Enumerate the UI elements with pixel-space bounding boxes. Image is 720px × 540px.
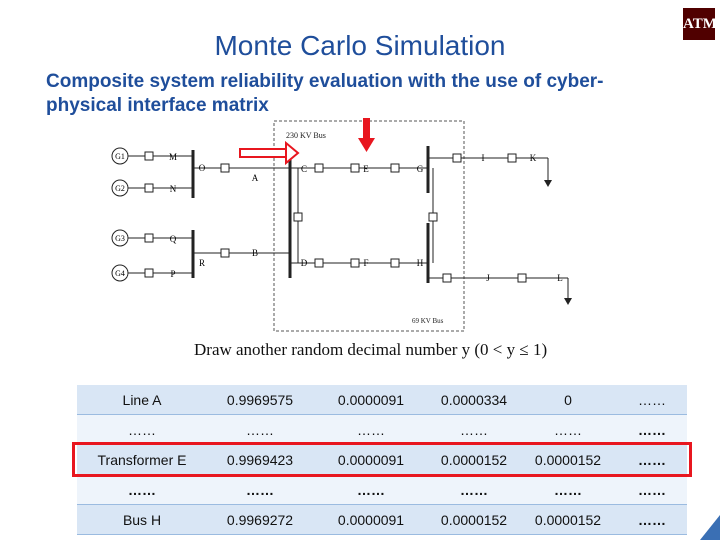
node-n-label: N (170, 184, 177, 194)
table-cell: 0.9969575 (207, 385, 313, 415)
node-o-label: O (199, 163, 206, 173)
node-c-label: C (301, 164, 307, 174)
node-f-label: F (363, 258, 368, 268)
table-cell: 0.0000152 (519, 444, 617, 475)
table-cell: 0.0000152 (519, 504, 617, 535)
table-row-highlighted: Transformer E 0.9969423 0.0000091 0.0000… (77, 444, 687, 475)
bottom-bus-label: 69 KV Bus (412, 317, 444, 325)
table-cell: 0.9969272 (207, 504, 313, 535)
node-k-label: K (530, 153, 537, 163)
node-l-label: L (557, 273, 563, 283)
node-m-label: M (169, 152, 177, 162)
table-cell: …… (519, 414, 617, 445)
generator-row-g1: G1 M (111, 147, 193, 165)
page-corner-decoration (700, 515, 720, 540)
generator-row-g4: G4 P (111, 264, 193, 282)
table-row: Bus H 0.9969272 0.0000091 0.0000152 0.00… (77, 504, 687, 535)
node-h-label: H (417, 258, 424, 268)
node-a-label: A (252, 173, 259, 183)
node-p-label: P (170, 269, 175, 279)
node-i-label: I (482, 153, 485, 163)
generator-row-g3: G3 Q (111, 229, 193, 247)
node-e-label: E (363, 164, 369, 174)
red-down-arrow (358, 118, 375, 152)
node-b-label: B (252, 248, 258, 258)
row-label: …… (77, 414, 207, 445)
university-logo: ATM (683, 8, 717, 40)
row-label: …… (77, 474, 207, 505)
row-label: Transformer E (77, 444, 207, 475)
table-row: …… …… …… …… …… …… (77, 414, 687, 445)
table-cell: 0.0000091 (313, 444, 429, 475)
table-cell: …… (617, 444, 687, 475)
table-cell: 0 (519, 385, 617, 415)
table-cell: …… (617, 414, 687, 445)
table-cell: 0.9969423 (207, 444, 313, 475)
table-cell: …… (617, 385, 687, 415)
node-r-label: R (199, 258, 205, 268)
table-row: Line A 0.9969575 0.0000091 0.0000334 0 …… (77, 385, 687, 415)
table-cell: …… (207, 414, 313, 445)
generator-g4-label: G4 (115, 269, 125, 278)
node-q-label: Q (170, 234, 177, 244)
table-cell: …… (617, 504, 687, 535)
table-row: …… …… …… …… …… …… (77, 474, 687, 505)
table-cell: …… (313, 414, 429, 445)
table-cell: …… (617, 474, 687, 505)
slide-subtitle: Composite system reliability evaluation … (46, 71, 604, 116)
generator-row-g2: G2 N (111, 179, 193, 197)
table-cell: …… (429, 414, 519, 445)
red-right-arrow (239, 140, 300, 166)
load-arrow-1 (544, 180, 552, 187)
substation-box (273, 120, 465, 332)
table-cell: 0.0000152 (429, 504, 519, 535)
node-j-label: J (486, 273, 490, 283)
table-cell: 0.0000152 (429, 444, 519, 475)
load-arrow-2 (564, 298, 572, 305)
power-system-diagram: 230 KV Bus 69 KV Bus G1 M G2 N G3 Q G4 P… (111, 118, 572, 332)
table-cell: 0.0000091 (313, 385, 429, 415)
slide-title: Monte Carlo Simulation (214, 30, 506, 61)
generator-g1-label: G1 (115, 152, 125, 161)
table-cell: 0.0000091 (313, 504, 429, 535)
node-d-label: D (301, 258, 308, 268)
table-cell: …… (207, 474, 313, 505)
node-g-label: G (417, 164, 424, 174)
row-label: Line A (77, 385, 207, 415)
instruction-caption: Draw another random decimal number y (0 … (194, 340, 548, 359)
table-cell: …… (313, 474, 429, 505)
probability-table: Line A 0.9969575 0.0000091 0.0000334 0 …… (77, 385, 687, 535)
top-bus-label: 230 KV Bus (286, 131, 326, 140)
table-cell: …… (429, 474, 519, 505)
generator-g2-label: G2 (115, 184, 125, 193)
row-label: Bus H (77, 504, 207, 535)
table-cell: 0.0000334 (429, 385, 519, 415)
table-cell: …… (519, 474, 617, 505)
generator-g3-label: G3 (115, 234, 125, 243)
